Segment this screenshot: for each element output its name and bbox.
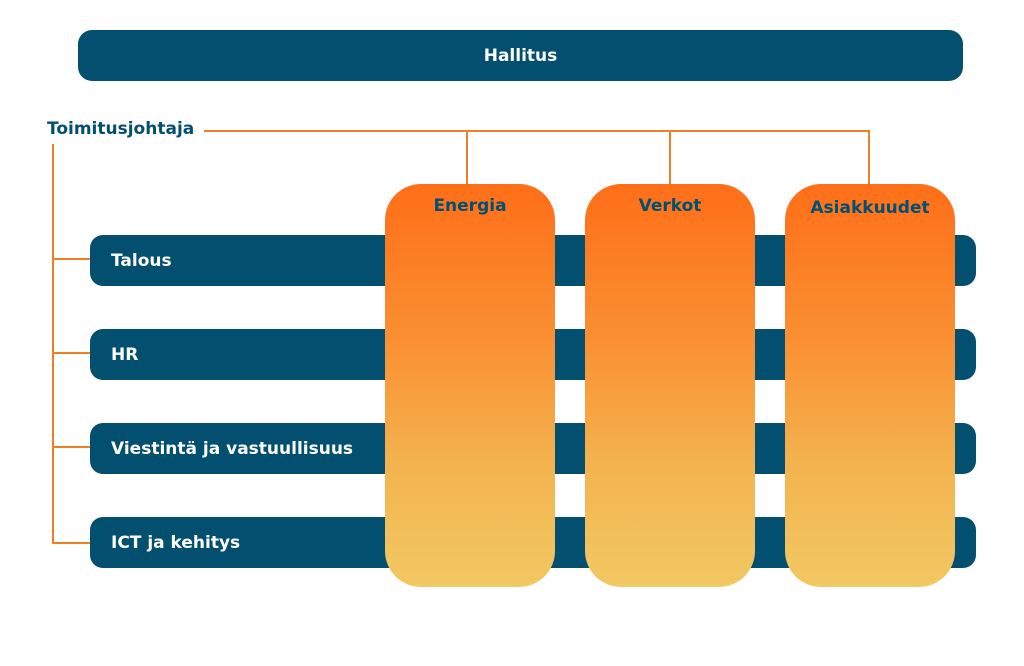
business-unit-asiakkuudet: Asiakkuudet [785,184,955,587]
board-label: Hallitus [483,45,558,66]
board-box: Hallitus [78,30,963,81]
function-label: ICT ja kehitys [111,532,241,553]
function-label: HR [111,344,139,365]
ceo-horizontal-connector [204,130,870,132]
business-unit-label: Asiakkuudet [810,198,930,218]
business-unit-verkot: Verkot [585,184,755,587]
connector-drop-energia [466,130,468,185]
connector-tick-talous [52,258,90,260]
connector-drop-asiakkuudet [868,130,870,185]
ceo-label: Toimitusjohtaja [47,119,195,139]
connector-drop-verkot [669,130,671,185]
connector-tick-ict [52,542,90,544]
ceo-vertical-connector [52,144,54,544]
function-label: Talous [111,250,172,271]
function-label: Viestintä ja vastuullisuus [111,438,354,459]
business-unit-label: Verkot [638,196,702,216]
business-unit-label: Energia [433,196,507,216]
business-unit-energia: Energia [385,184,555,587]
connector-tick-viestinta [52,446,90,448]
connector-tick-hr [52,352,90,354]
